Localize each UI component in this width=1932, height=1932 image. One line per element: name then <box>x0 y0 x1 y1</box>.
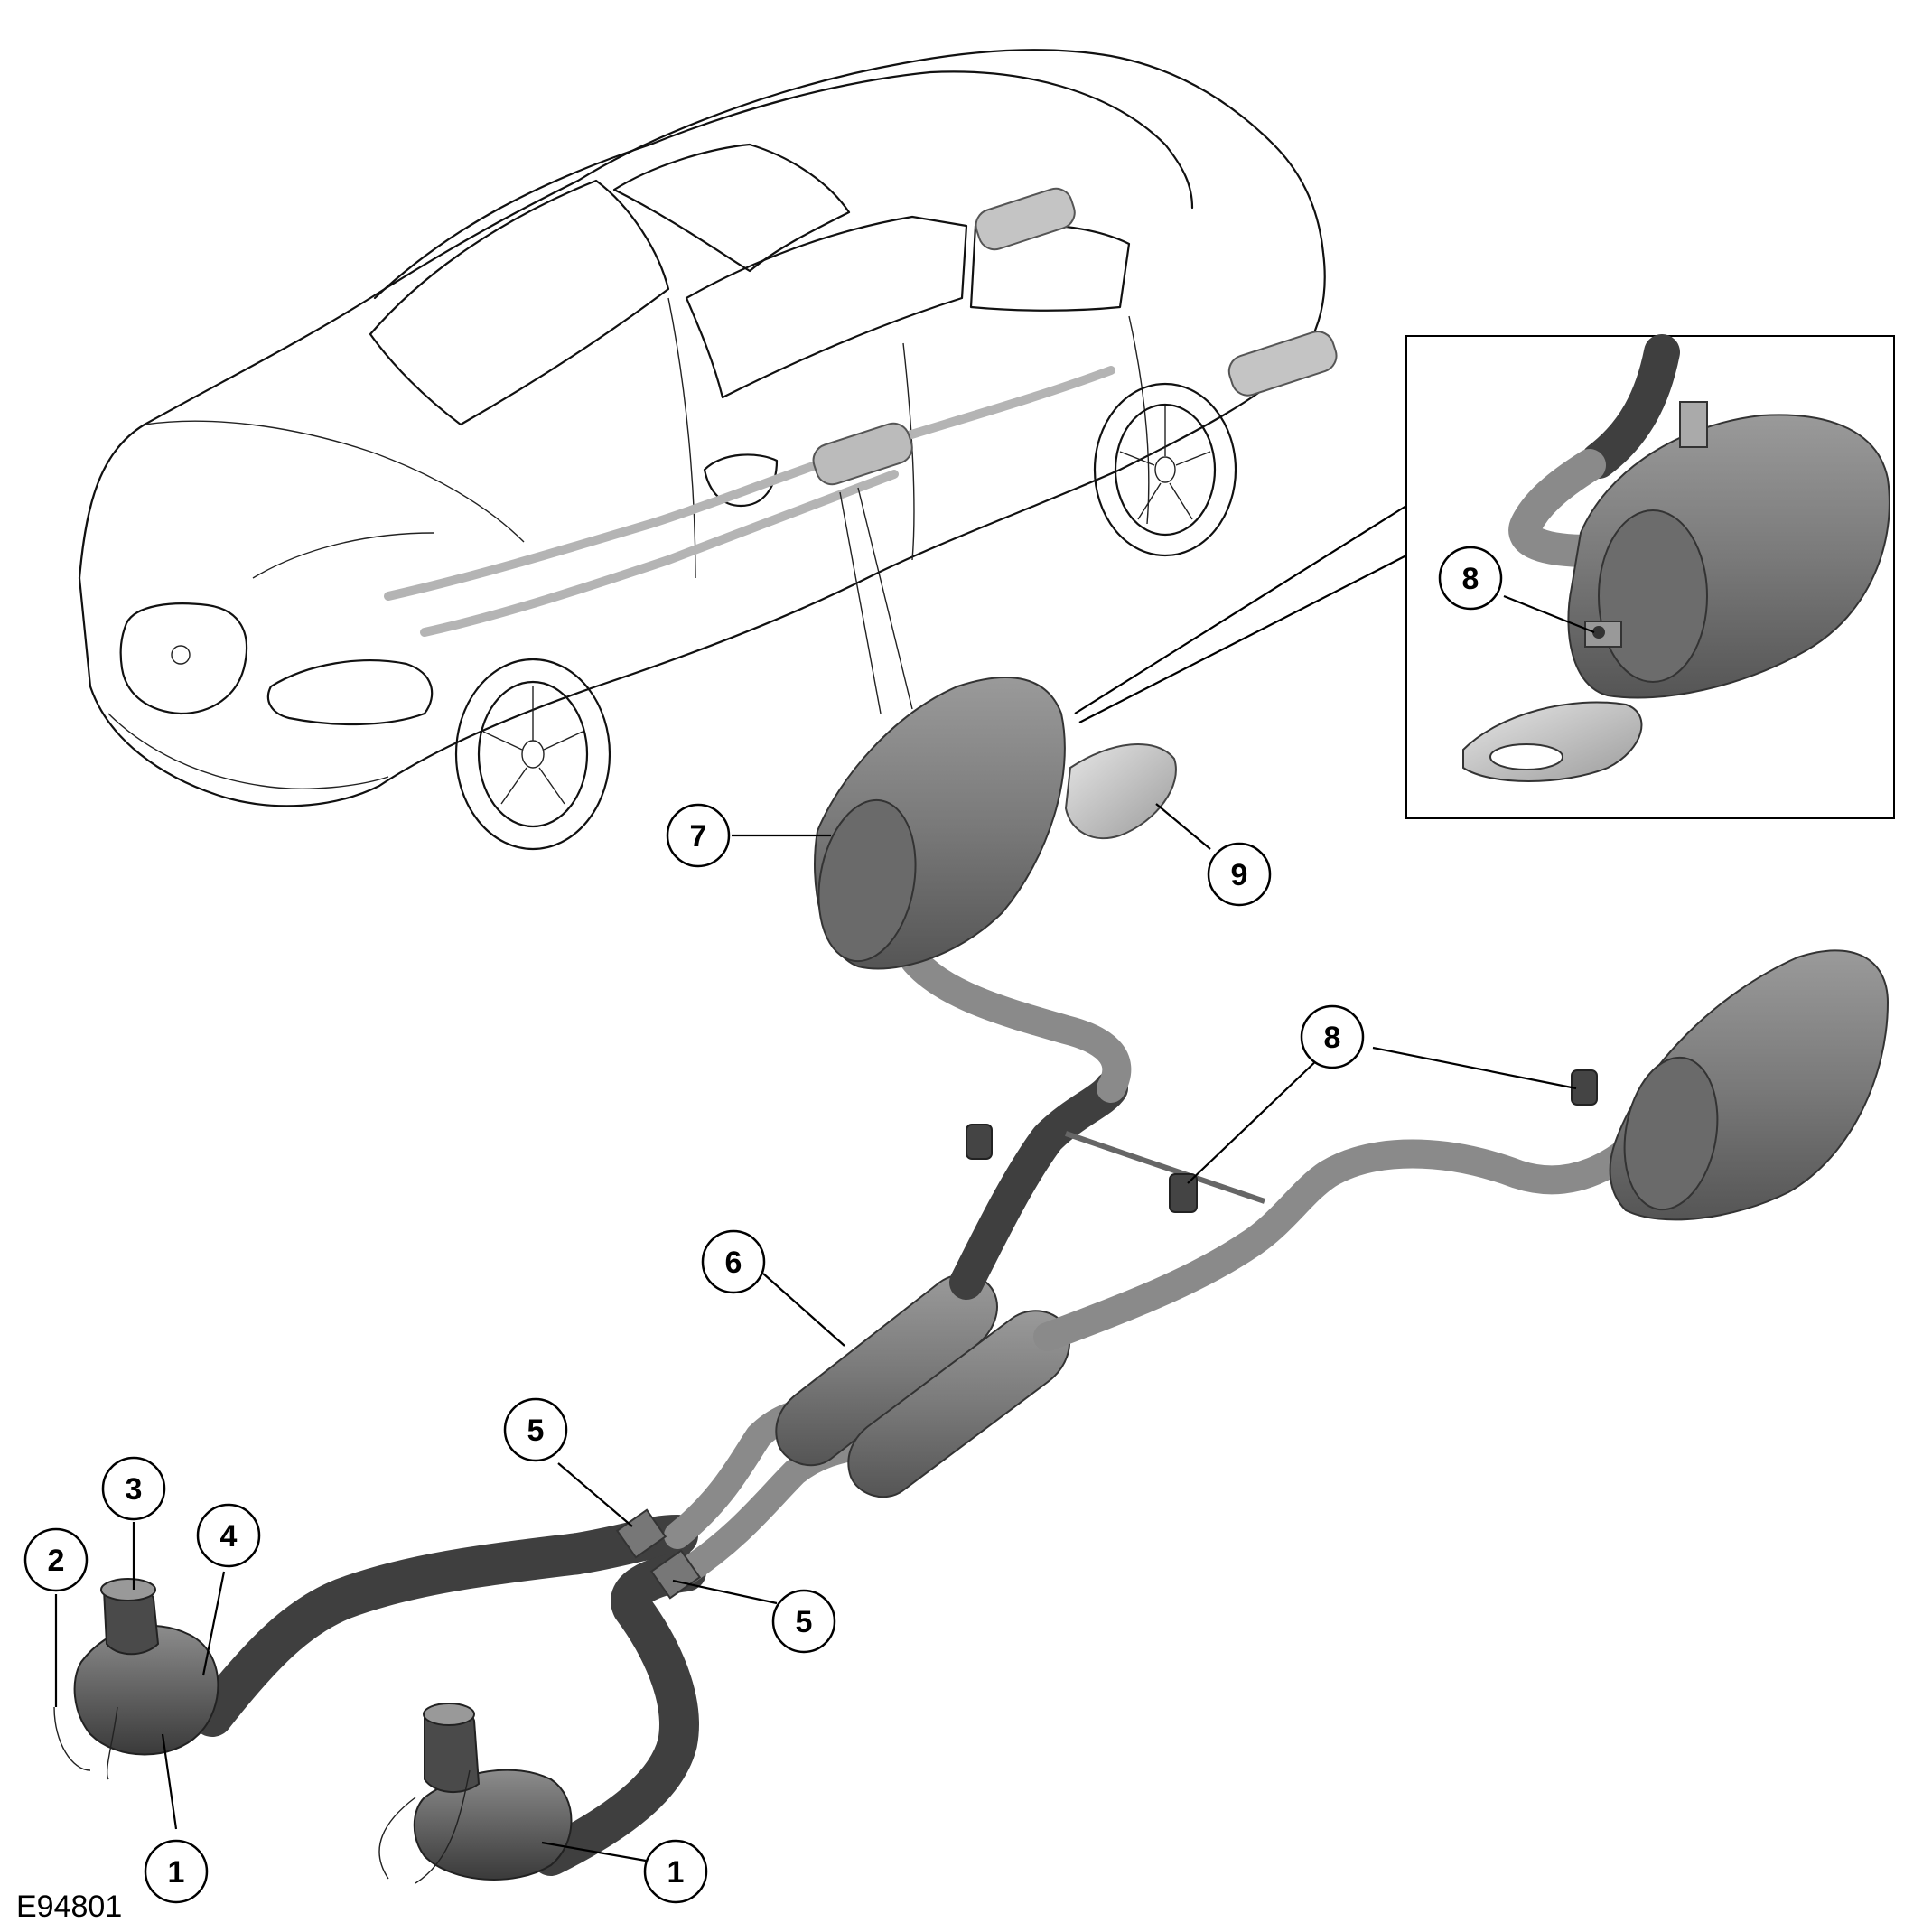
callout-7: 7 <box>666 803 731 868</box>
svg-text:1: 1 <box>168 1855 185 1890</box>
svg-text:8: 8 <box>1324 1021 1341 1055</box>
svg-text:7: 7 <box>690 819 707 854</box>
svg-text:5: 5 <box>527 1414 545 1448</box>
callout-9: 9 <box>1207 842 1272 907</box>
callout-5-lower: 5 <box>771 1589 836 1654</box>
svg-text:8: 8 <box>1462 562 1479 596</box>
callout-leaders <box>54 594 1595 1862</box>
exhaust-system <box>53 677 1890 1884</box>
rear-wheel <box>1093 382 1237 557</box>
svg-text:6: 6 <box>725 1246 742 1280</box>
callout-6: 6 <box>701 1229 766 1294</box>
svg-text:2: 2 <box>48 1544 65 1578</box>
callout-4: 4 <box>196 1503 261 1568</box>
inset-detail <box>1074 334 1895 819</box>
front-wheel <box>454 658 611 851</box>
svg-text:1: 1 <box>667 1855 685 1890</box>
figure-reference-code: E94801 <box>16 1890 122 1924</box>
svg-text:5: 5 <box>796 1605 813 1639</box>
svg-text:4: 4 <box>220 1519 238 1554</box>
car-outline <box>78 49 1338 851</box>
callout-2: 2 <box>23 1527 89 1592</box>
callout-8-inset: 8 <box>1438 546 1503 611</box>
svg-text:9: 9 <box>1231 858 1248 892</box>
callout-3: 3 <box>101 1456 166 1521</box>
callout-5-upper: 5 <box>503 1397 568 1462</box>
svg-text:3: 3 <box>126 1472 143 1507</box>
callout-1-left: 1 <box>144 1839 209 1904</box>
callout-1-right: 1 <box>643 1839 708 1904</box>
callouts: 1 1 2 3 4 5 5 6 <box>23 546 1503 1904</box>
callout-8-rear-hanger: 8 <box>1300 1004 1365 1069</box>
